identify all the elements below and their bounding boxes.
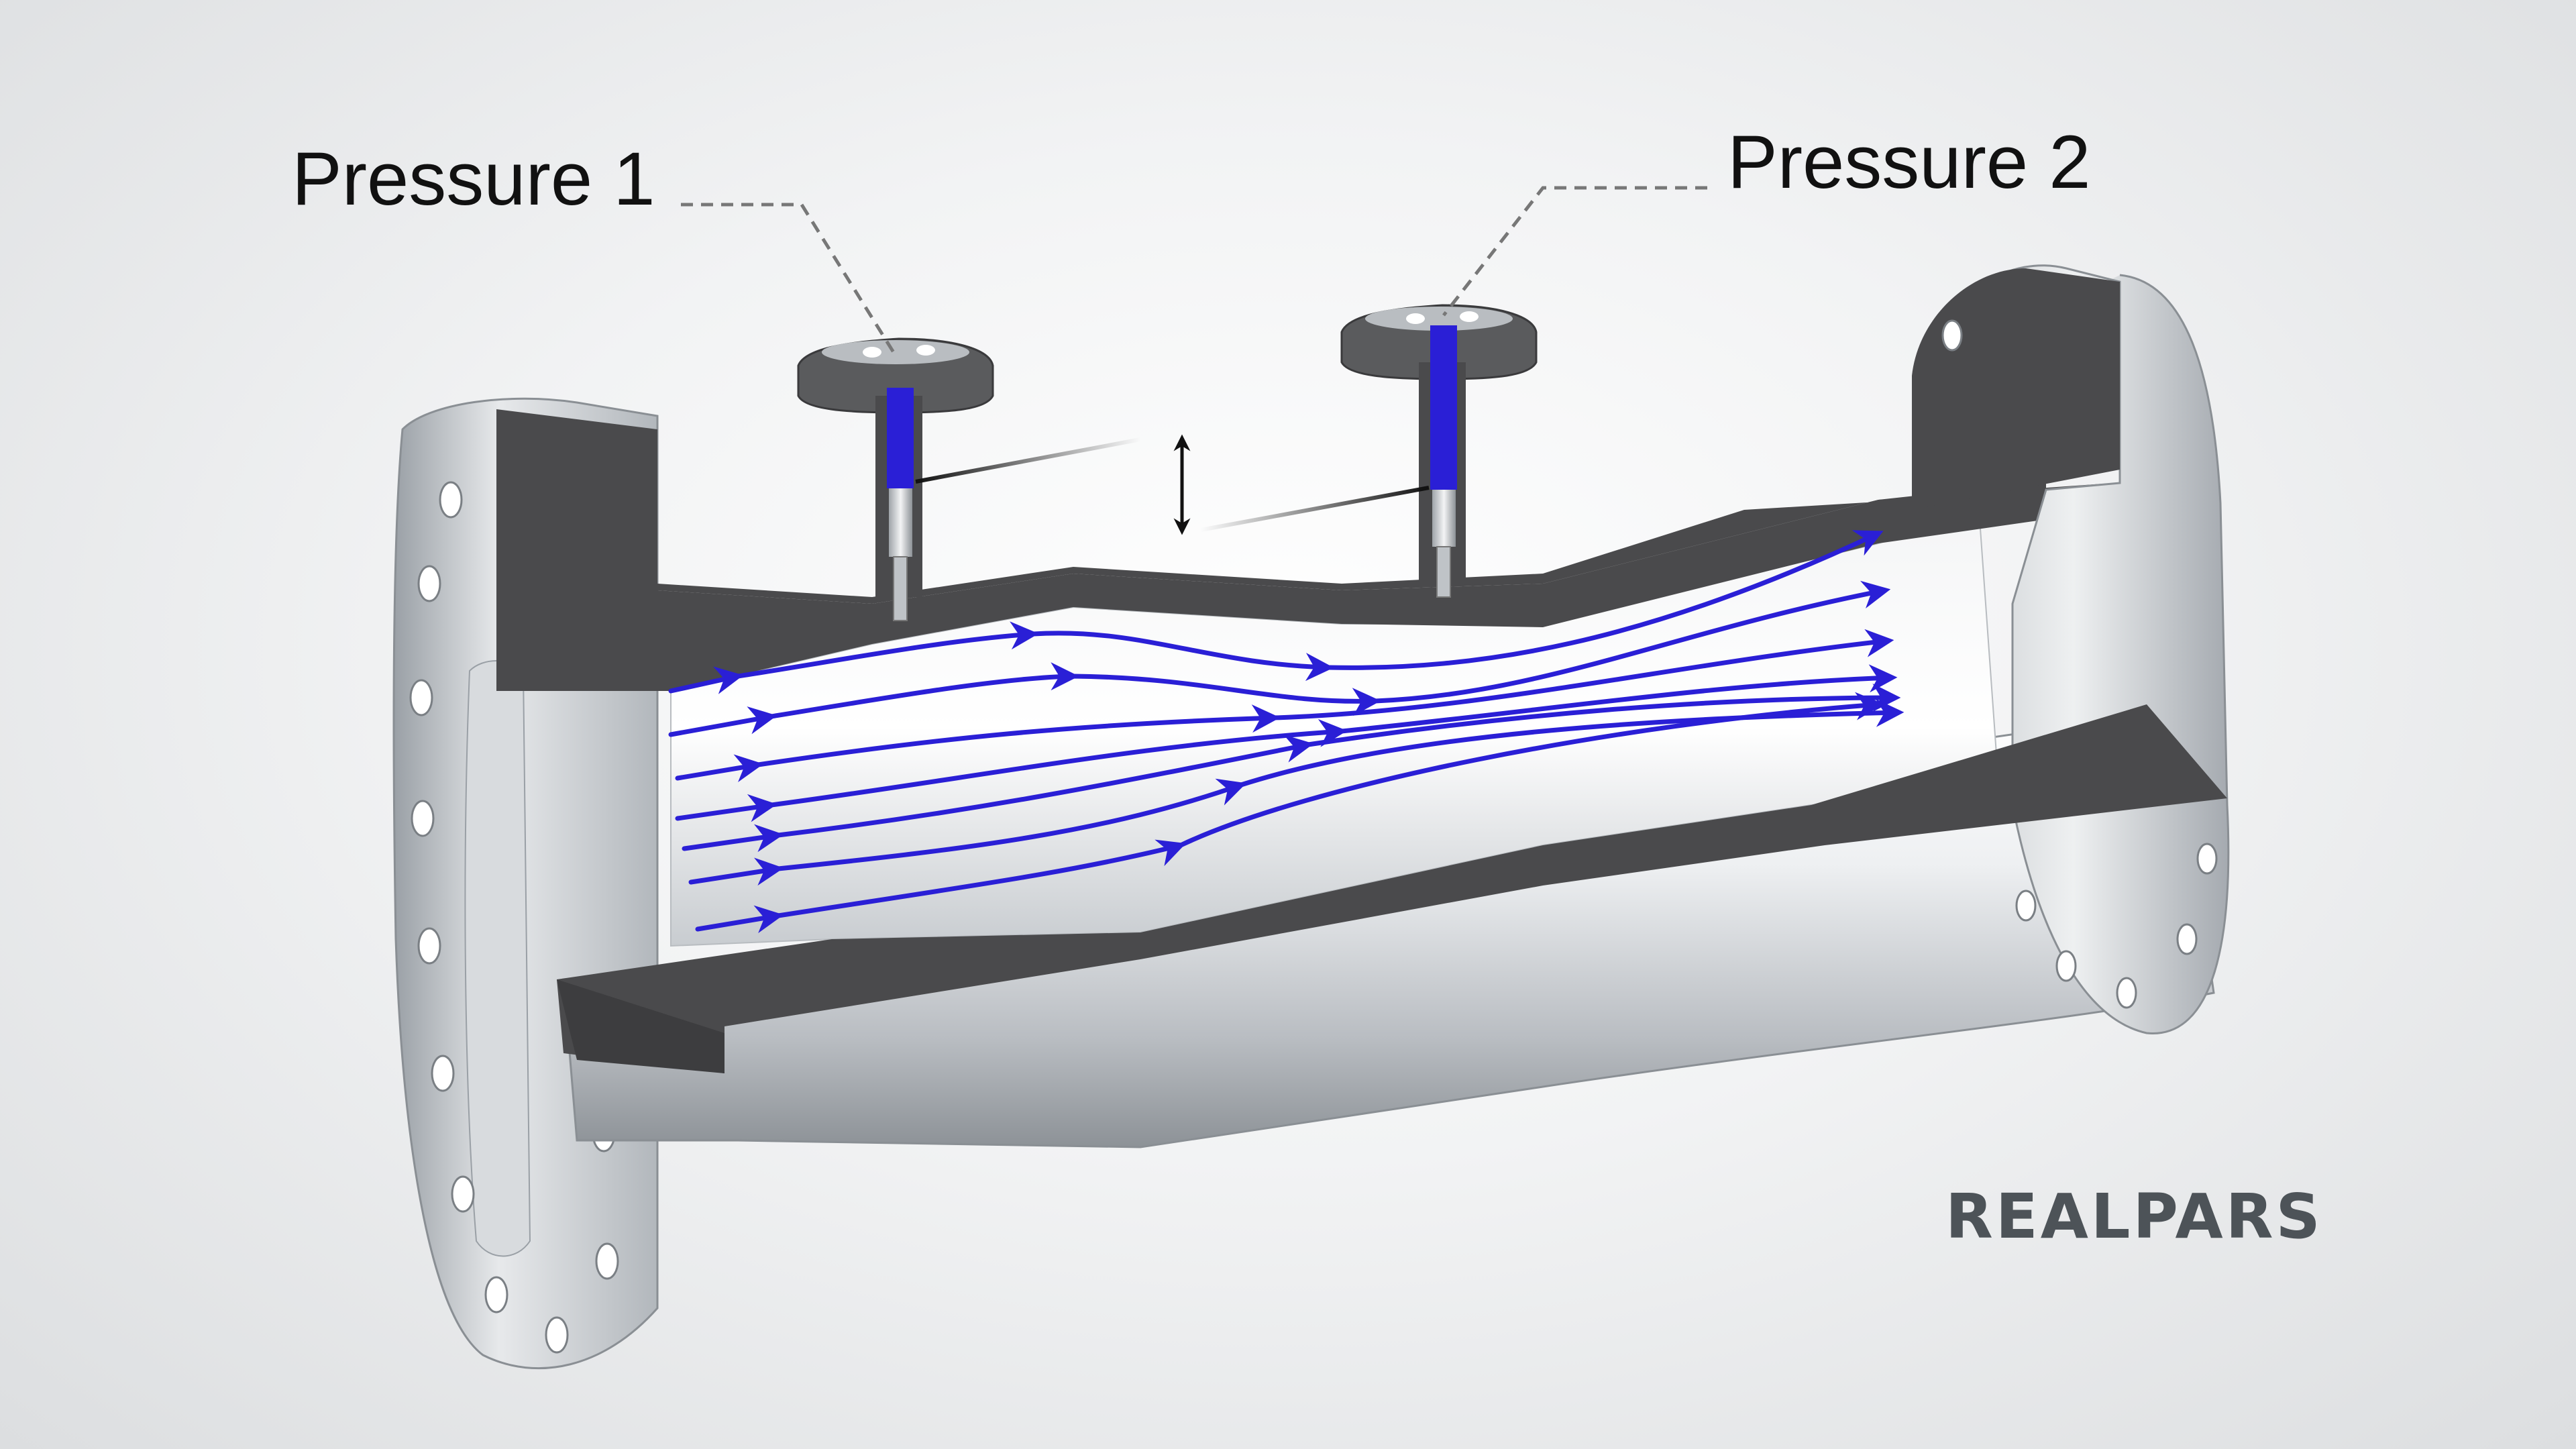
- pressure-tap-1: [797, 337, 994, 621]
- diff-line-low: [1200, 486, 1430, 532]
- outlet-flange: [1912, 264, 2230, 1034]
- section-cut-top-left: [496, 409, 657, 691]
- realpars-logo: REALPARS: [1945, 1181, 2323, 1252]
- flow-streamlines: [668, 530, 1904, 934]
- section-cut-top: [496, 282, 2120, 604]
- leader-line-pressure-2: [1442, 186, 1707, 317]
- pressure-sensor-1: [887, 388, 914, 488]
- leader-lines: [681, 186, 1707, 357]
- diff-line-high: [915, 437, 1141, 484]
- outlet-bolt-holes: [1941, 319, 2218, 1009]
- pressure-tap-2: [1340, 304, 1538, 598]
- section-cut-bottom-left: [557, 979, 724, 1073]
- differential-pressure-indicator: [915, 434, 1430, 535]
- pressure-sensor-2: [1430, 325, 1457, 490]
- streamline: [695, 692, 1884, 934]
- leader-line-pressure-1: [681, 203, 898, 357]
- pressure-1-label: Pressure 1: [292, 137, 655, 221]
- pressure-2-label: Pressure 2: [1727, 120, 2091, 204]
